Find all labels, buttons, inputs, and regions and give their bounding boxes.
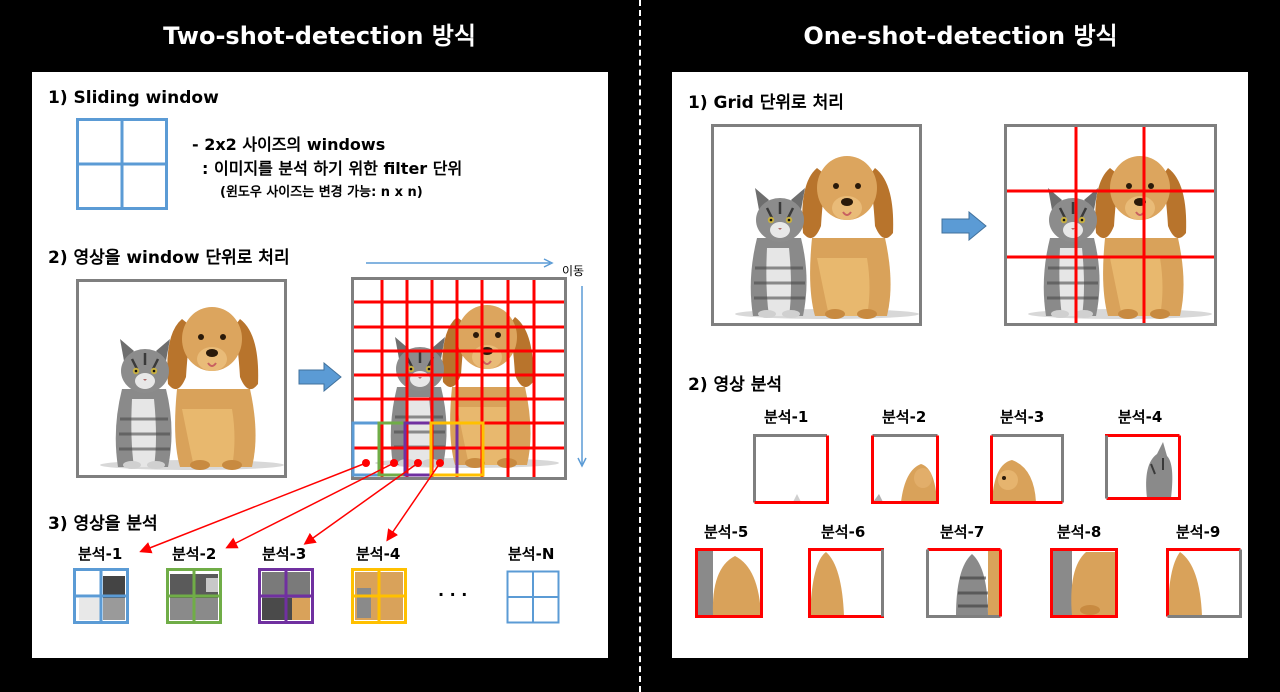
window-thumb-1 (73, 568, 129, 624)
right-analysis-label-3: 분석-3 (1000, 408, 1045, 426)
grid-cell-9 (1166, 548, 1242, 618)
window-thumb-4 (351, 568, 407, 624)
grid-cell-7 (926, 548, 1002, 618)
left-analysis-label-4: 분석-4 (356, 545, 401, 563)
window-thumb-2 (166, 568, 222, 624)
grid-right-arrow-icon (941, 211, 987, 241)
grid-cell-8 (1050, 548, 1118, 618)
vertical-move-arrow (577, 286, 587, 468)
window-pointer-arrows (139, 459, 444, 554)
right-step1-label: 1) Grid 단위로 처리 (688, 93, 844, 113)
left-title: Two-shot-detection 방식 (163, 22, 476, 50)
right-analysis-label-7: 분석-7 (940, 523, 985, 541)
right-analysis-label-2: 분석-2 (882, 408, 927, 426)
grid-cell-3 (990, 434, 1064, 504)
grid-cell-5 (695, 548, 763, 618)
left-analysis-label-3: 분석-3 (262, 545, 307, 563)
original-image (76, 279, 287, 478)
left-analysis-label-2: 분석-2 (172, 545, 217, 563)
window-thumb-3 (258, 568, 314, 624)
left-analysis-label-n: 분석-N (508, 545, 555, 563)
grid-cell-4 (1105, 434, 1181, 500)
ellipsis: · · · (438, 585, 468, 604)
grid-cell-6 (808, 548, 884, 618)
right-analysis-label-5: 분석-5 (704, 523, 749, 541)
bullet-size-change: (윈도우 사이즈는 변경 가능: n x n) (220, 185, 423, 200)
move-label: 이동 (562, 264, 585, 278)
sliding-window-image (351, 277, 567, 480)
window-thumb-n (506, 570, 560, 624)
right-analysis-label-9: 분석-9 (1176, 523, 1221, 541)
left-analysis-label-1: 분석-1 (78, 545, 123, 563)
right-title: One-shot-detection 방식 (803, 22, 1118, 50)
right-analysis-label-1: 분석-1 (764, 408, 809, 426)
grid-cell-1 (753, 434, 829, 504)
grid-3x3-image (1004, 124, 1217, 326)
section-divider (639, 0, 641, 692)
grid-original-image (711, 124, 922, 326)
right-analysis-label-6: 분석-6 (821, 523, 866, 541)
right-step2-label: 2) 영상 분석 (688, 375, 782, 395)
window-2x2-icon (76, 118, 168, 210)
horizontal-move-arrow (366, 258, 554, 268)
bullet-window-size: - 2x2 사이즈의 windows (192, 135, 386, 154)
grid-cell-2 (871, 434, 939, 504)
bullet-filter-unit: : 이미지를 분석 하기 위한 filter 단위 (202, 159, 463, 178)
left-step1-label: 1) Sliding window (48, 88, 219, 108)
right-analysis-label-4: 분석-4 (1118, 408, 1163, 426)
right-arrow-icon (298, 362, 342, 392)
right-analysis-label-8: 분석-8 (1057, 523, 1102, 541)
left-step2-label: 2) 영상을 window 단위로 처리 (48, 248, 290, 268)
left-step3-label: 3) 영상을 분석 (48, 514, 158, 534)
